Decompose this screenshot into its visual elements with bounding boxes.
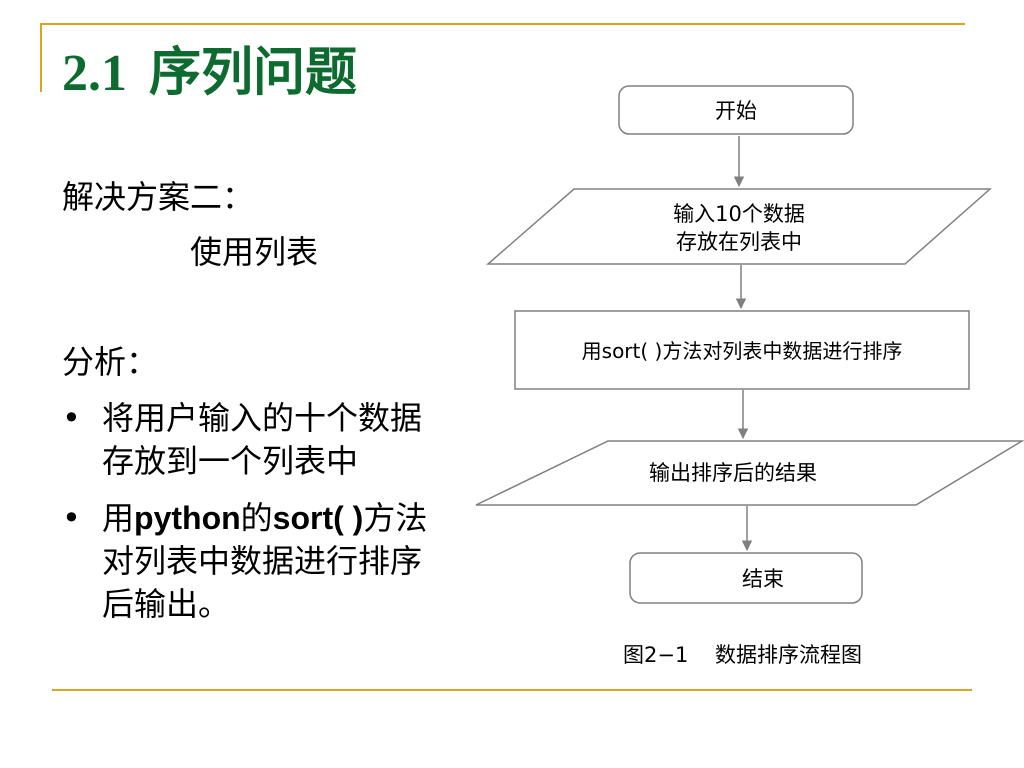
solution-label: 解决方案二：	[62, 178, 255, 216]
bullet-text-python: python	[134, 500, 241, 536]
flow-node-label: 输出排序后的结果	[649, 461, 817, 485]
bullet-item-2: • 用python的sort( )方法对列表中数据进行排序后输出。	[62, 497, 442, 629]
title-text: 序列问题	[149, 43, 358, 103]
bullet-text-part: 的	[240, 499, 273, 537]
bullet-text-part: 用	[102, 499, 135, 537]
flow-node-label: 存放在列表中	[676, 230, 802, 254]
title-number: 2.1	[62, 45, 127, 102]
bullet-text-sort: sort( )	[272, 500, 364, 536]
bullet-text-part: 方法对列表中数据进行排序后输出。	[102, 499, 428, 623]
flow-node-input: 输入10个数据 存放在列表中	[485, 188, 992, 265]
bullet-marker: •	[62, 399, 81, 437]
bullet-item-1: • 将用户输入的十个数据存放到一个列表中	[62, 397, 442, 487]
bullet-text: 用python的sort( )方法对列表中数据进行排序后输出。	[102, 497, 447, 626]
flowchart-caption: 图2−1 数据排序流程图	[623, 643, 862, 667]
flow-node-sort: 用sort( )方法对列表中数据进行排序	[514, 310, 970, 390]
flow-node-end: 结束	[629, 552, 863, 604]
bullet-text: 将用户输入的十个数据存放到一个列表中	[102, 399, 423, 480]
flow-node-label: 用sort( )方法对列表中数据进行排序	[582, 339, 903, 363]
flow-node-label: 开始	[715, 99, 757, 123]
solution-value: 使用列表	[190, 233, 319, 271]
analysis-label: 分析：	[62, 343, 159, 381]
flow-node-label: 结束	[742, 567, 784, 591]
slide-title: 2.1 序列问题	[62, 38, 357, 109]
flow-node-label: 输入10个数据	[673, 202, 805, 226]
flow-node-output: 输出排序后的结果	[475, 440, 1024, 506]
bullet-marker: •	[62, 499, 81, 537]
flow-node-start: 开始	[618, 85, 854, 135]
